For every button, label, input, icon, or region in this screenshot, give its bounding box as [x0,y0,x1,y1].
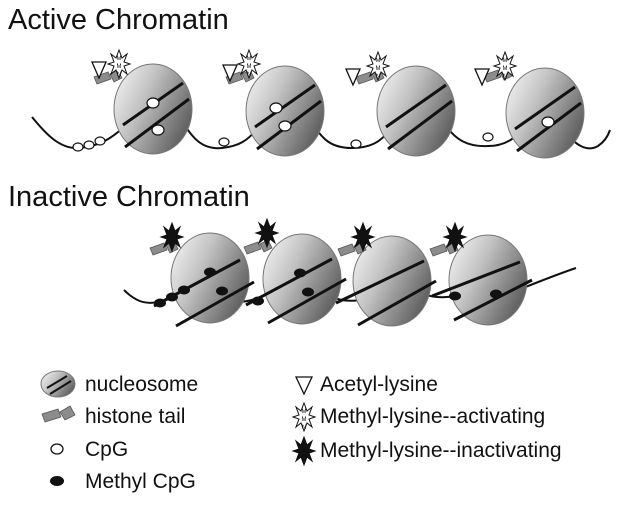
nucleosome [376,65,456,157]
nucleosome [113,63,193,155]
legend-methyl-inactivating-label: Methyl-lysine--inactivating [320,439,562,462]
legend-methyl-cpg-label: Methyl CpG [85,470,196,493]
histone-marks-active [91,49,517,87]
nucleosome-legend-icon [40,370,76,398]
methyl-inactivating-legend-icon [292,436,316,466]
inactive-chromatin-title: Inactive Chromatin [8,181,250,213]
active-chromatin-row [31,49,611,159]
legend-cpg-label: CpG [85,438,129,461]
methyl-cpg-legend-icon [50,476,64,486]
nucleosome [431,234,533,326]
histone-tail-legend-icon [41,405,76,423]
methyl-cpg-sites [154,267,502,308]
nucleosome [245,65,325,157]
nucleosome [505,67,585,159]
legend-acetyl-lysine-label: Acetyl-lysine [320,373,438,396]
cpg-sites [72,97,555,152]
legend-histone-tail-label: histone tail [85,405,186,428]
cpg-legend-icon [50,443,64,455]
nucleosome [245,233,347,325]
nucleosome [335,235,437,327]
legend-methyl-activating-label: Methyl-lysine--activating [320,405,546,428]
methyl-activating-legend-icon [292,402,316,432]
legend-nucleosome-label: nucleosome [85,373,199,396]
legend-icons [40,370,316,486]
inactive-chromatin-row [123,218,577,328]
acetyl-lysine-legend-icon [294,376,314,396]
active-chromatin-title: Active Chromatin [8,4,229,36]
